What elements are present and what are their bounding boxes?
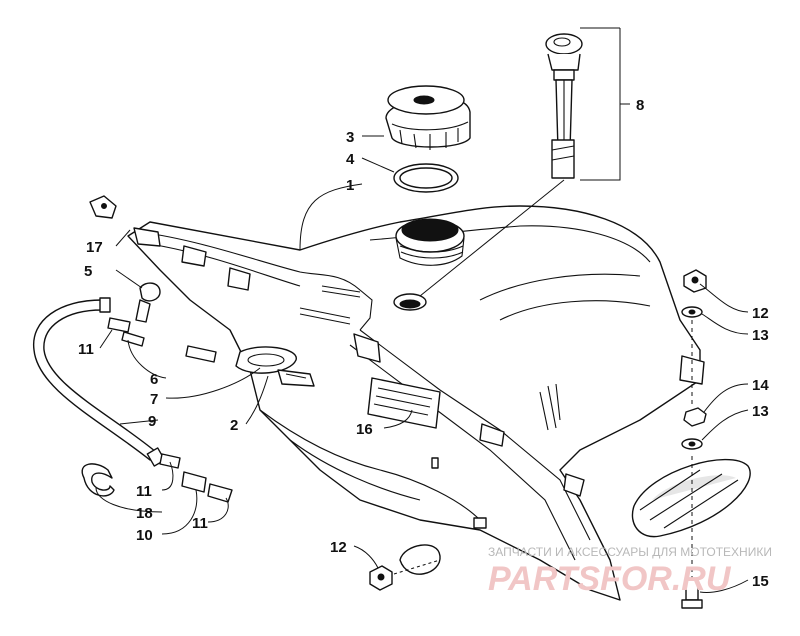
callout-12-bottom: 12 [330,539,347,556]
callout-13-lower: 13 [752,403,769,420]
fuel-cap [385,85,471,150]
callout-14: 14 [752,377,769,394]
mount-hardware [369,269,751,609]
callout-11-left: 11 [78,341,94,358]
leader-lines [95,27,749,593]
callout-16: 16 [356,421,373,438]
cap-gasket [393,163,459,193]
callout-4: 4 [346,151,355,168]
callout-10: 10 [136,527,153,544]
callout-1: 1 [346,177,354,194]
callout-11-right: 11 [192,515,208,532]
callout-12-right: 12 [752,305,769,322]
fuel-sender [545,33,583,179]
callout-8: 8 [636,97,644,114]
watermark-tagline: ЗАПЧАСТИ И АКСЕССУАРЫ ДЛЯ МОТОТЕХНИКИ [488,545,772,559]
fuel-tank [127,205,705,601]
callout-18: 18 [136,505,153,522]
callout-3: 3 [346,129,354,146]
rubber-mount [89,195,117,219]
watermark: ЗАПЧАСТИ И АКСЕССУАРЫ ДЛЯ МОТОТЕХНИКИ PA… [488,545,772,598]
callout-11-lower: 11 [136,483,152,500]
callout-13-upper: 13 [752,327,769,344]
callout-9: 9 [148,413,156,430]
fuel-hose [33,297,166,467]
callout-6: 6 [150,371,158,388]
callout-labels: 1 2 3 4 5 6 7 8 9 10 11 11 11 12 12 13 1… [78,97,769,590]
callout-7: 7 [150,391,158,408]
callout-17: 17 [86,239,103,256]
callout-5: 5 [84,263,92,280]
watermark-brand: PARTSFOR.RU [488,560,732,598]
callout-15: 15 [752,573,769,590]
callout-2: 2 [230,417,238,434]
fuel-valve [235,346,315,387]
hose-clamps [81,282,233,503]
